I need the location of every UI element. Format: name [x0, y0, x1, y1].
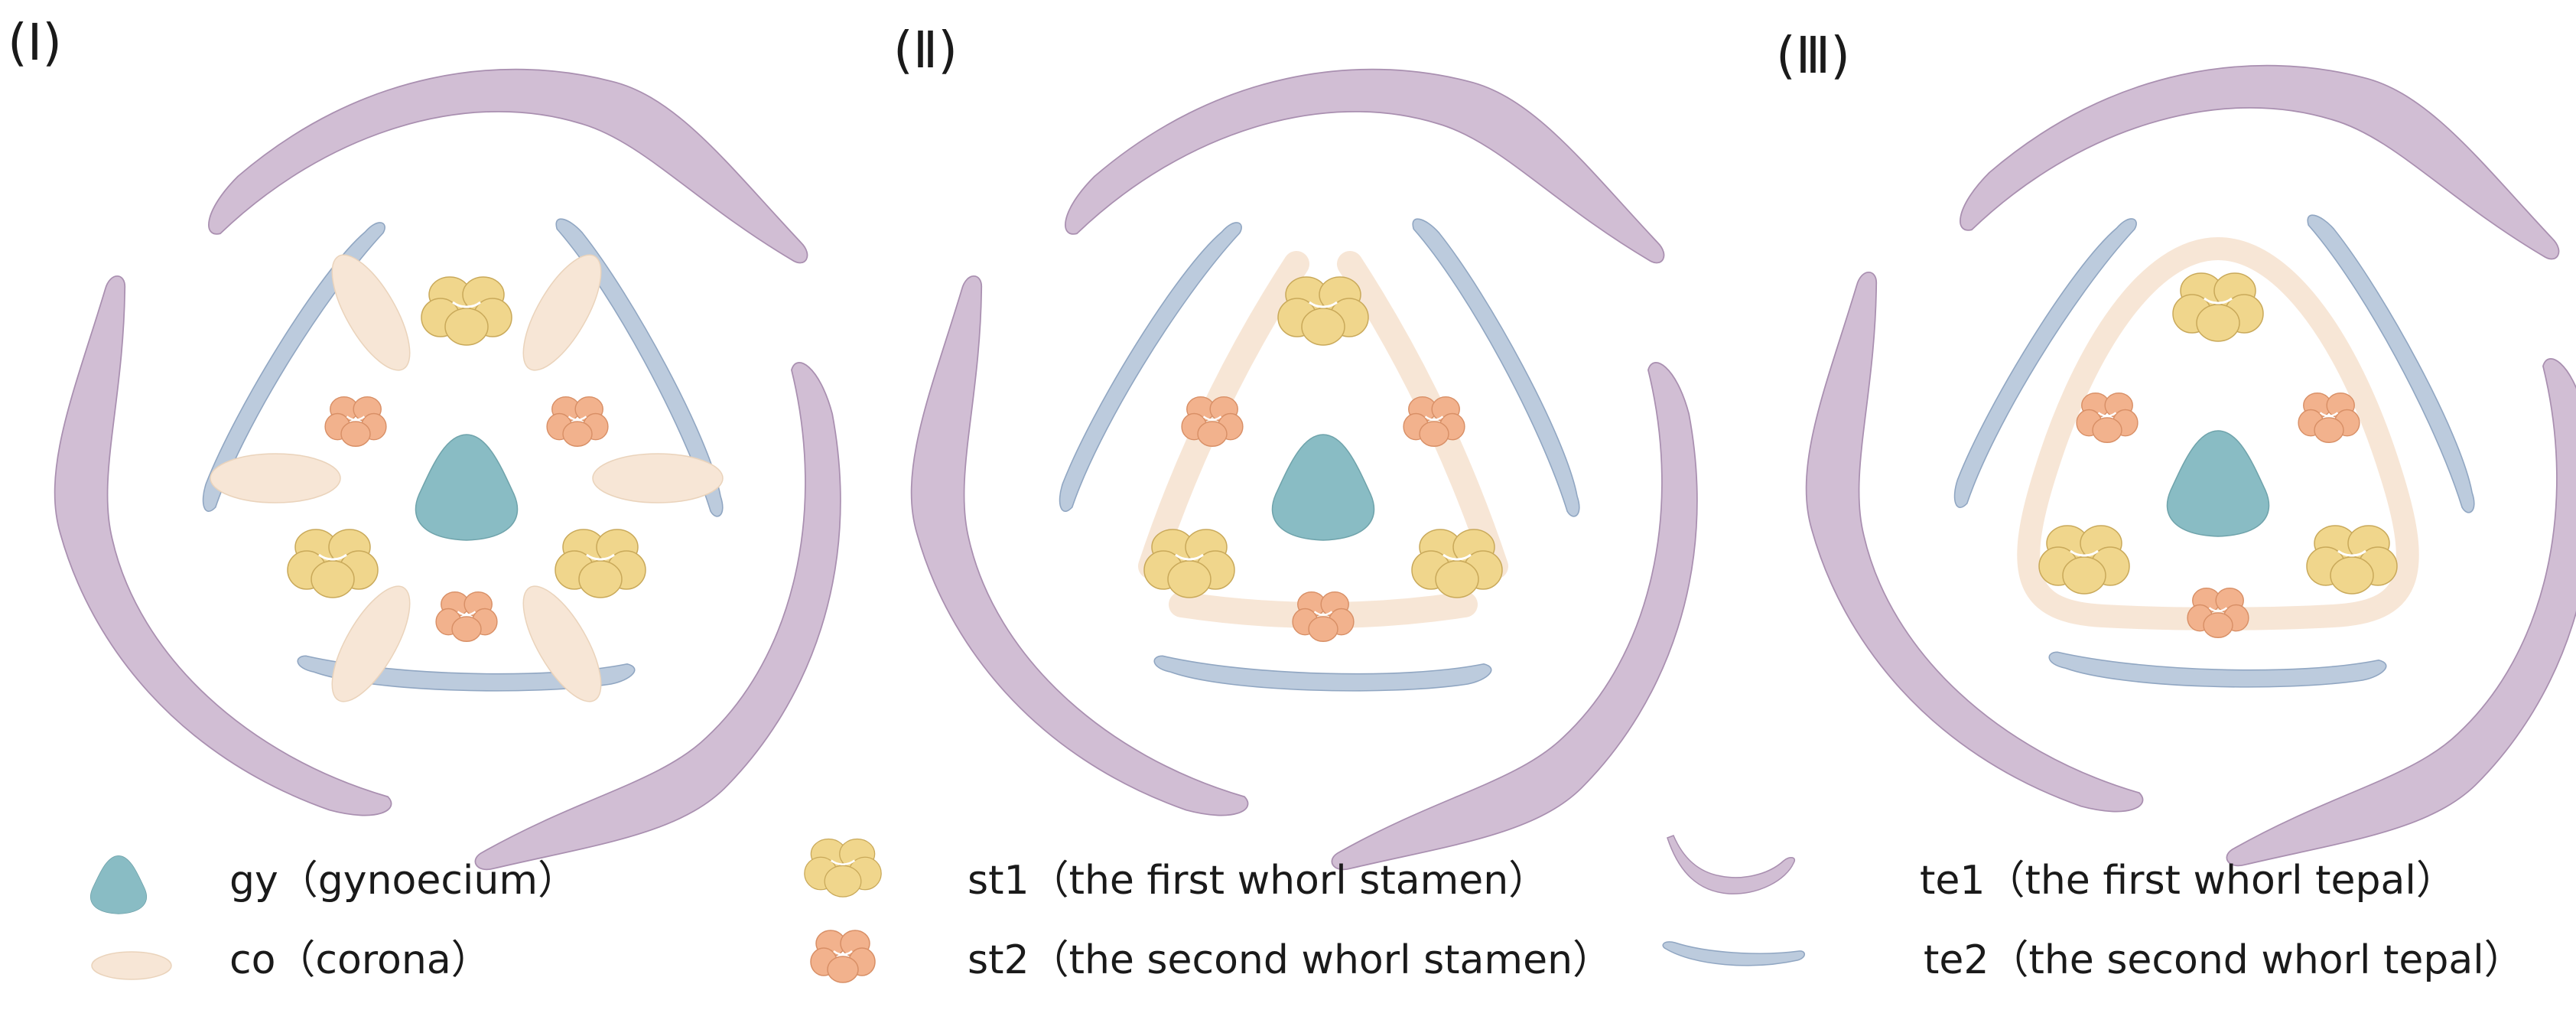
te2-tepal: [1402, 208, 1602, 520]
st1-stamen: [1143, 528, 1236, 599]
legend-st2-label: st2（the second whorl stamen）: [968, 937, 1612, 983]
st2-stamen: [324, 396, 388, 448]
corona-segment: [522, 254, 602, 371]
legend-te1-label: te1（the first whorl tepal）: [1920, 858, 2456, 904]
te2-tepal: [1153, 655, 1492, 692]
te1-tepal: [1065, 68, 1665, 264]
legend-gy-label: gy（gynoecium）: [229, 858, 577, 904]
st1-stamen: [2171, 272, 2265, 343]
corona-segment: [592, 453, 724, 503]
st1-stamen: [420, 275, 513, 347]
legend-co-icon: [91, 951, 172, 980]
legend-co-label: co（corona）: [229, 937, 491, 983]
corona-segment: [331, 585, 411, 702]
st2-stamen: [2075, 392, 2139, 444]
legend-st1-label: st1（the first whorl stamen）: [968, 858, 1548, 904]
corona-segment: [210, 453, 341, 503]
te1-tepal: [1960, 64, 2560, 260]
st1-stamen: [2305, 524, 2399, 595]
st1-stamen: [286, 528, 379, 599]
corona-segment: [331, 254, 411, 371]
st2-stamen: [545, 396, 610, 448]
st2-stamen: [1402, 396, 1466, 448]
gynoecium: [1271, 434, 1375, 541]
st2-stamen: [2297, 392, 2361, 444]
st1-stamen: [554, 528, 647, 599]
legend-st2-icon: [809, 929, 877, 984]
st2-stamen: [434, 591, 499, 643]
panel-1-label: (Ⅰ): [8, 13, 62, 72]
legend-te2-label: te2（the second whorl tepal）: [1924, 937, 2524, 983]
flower-panel-1: [0, 68, 941, 962]
st1-stamen: [2038, 524, 2131, 595]
flower-panel-2: [808, 68, 1797, 962]
legend-te1-icon: [1667, 835, 1795, 894]
legend-gy-icon: [90, 855, 147, 914]
st2-stamen: [1291, 591, 1355, 643]
panel-2-label: (Ⅱ): [893, 21, 958, 80]
legend-icons: [90, 835, 1805, 984]
st2-stamen: [2186, 587, 2250, 639]
gynoecium: [2166, 430, 2270, 537]
st1-stamen: [1277, 275, 1370, 347]
te2-tepal: [2048, 651, 2387, 688]
gynoecium: [415, 434, 519, 541]
te2-tepal: [1044, 207, 1245, 519]
legend-st1-icon: [803, 838, 883, 898]
panel-3-label: (Ⅲ): [1776, 26, 1850, 85]
st1-stamen: [1410, 528, 1504, 599]
corona-segment: [522, 585, 602, 702]
flower-panel-3: [1703, 64, 2576, 958]
te1-tepal: [208, 68, 808, 264]
legend-te2-icon: [1662, 941, 1805, 966]
st2-stamen: [1180, 396, 1244, 448]
